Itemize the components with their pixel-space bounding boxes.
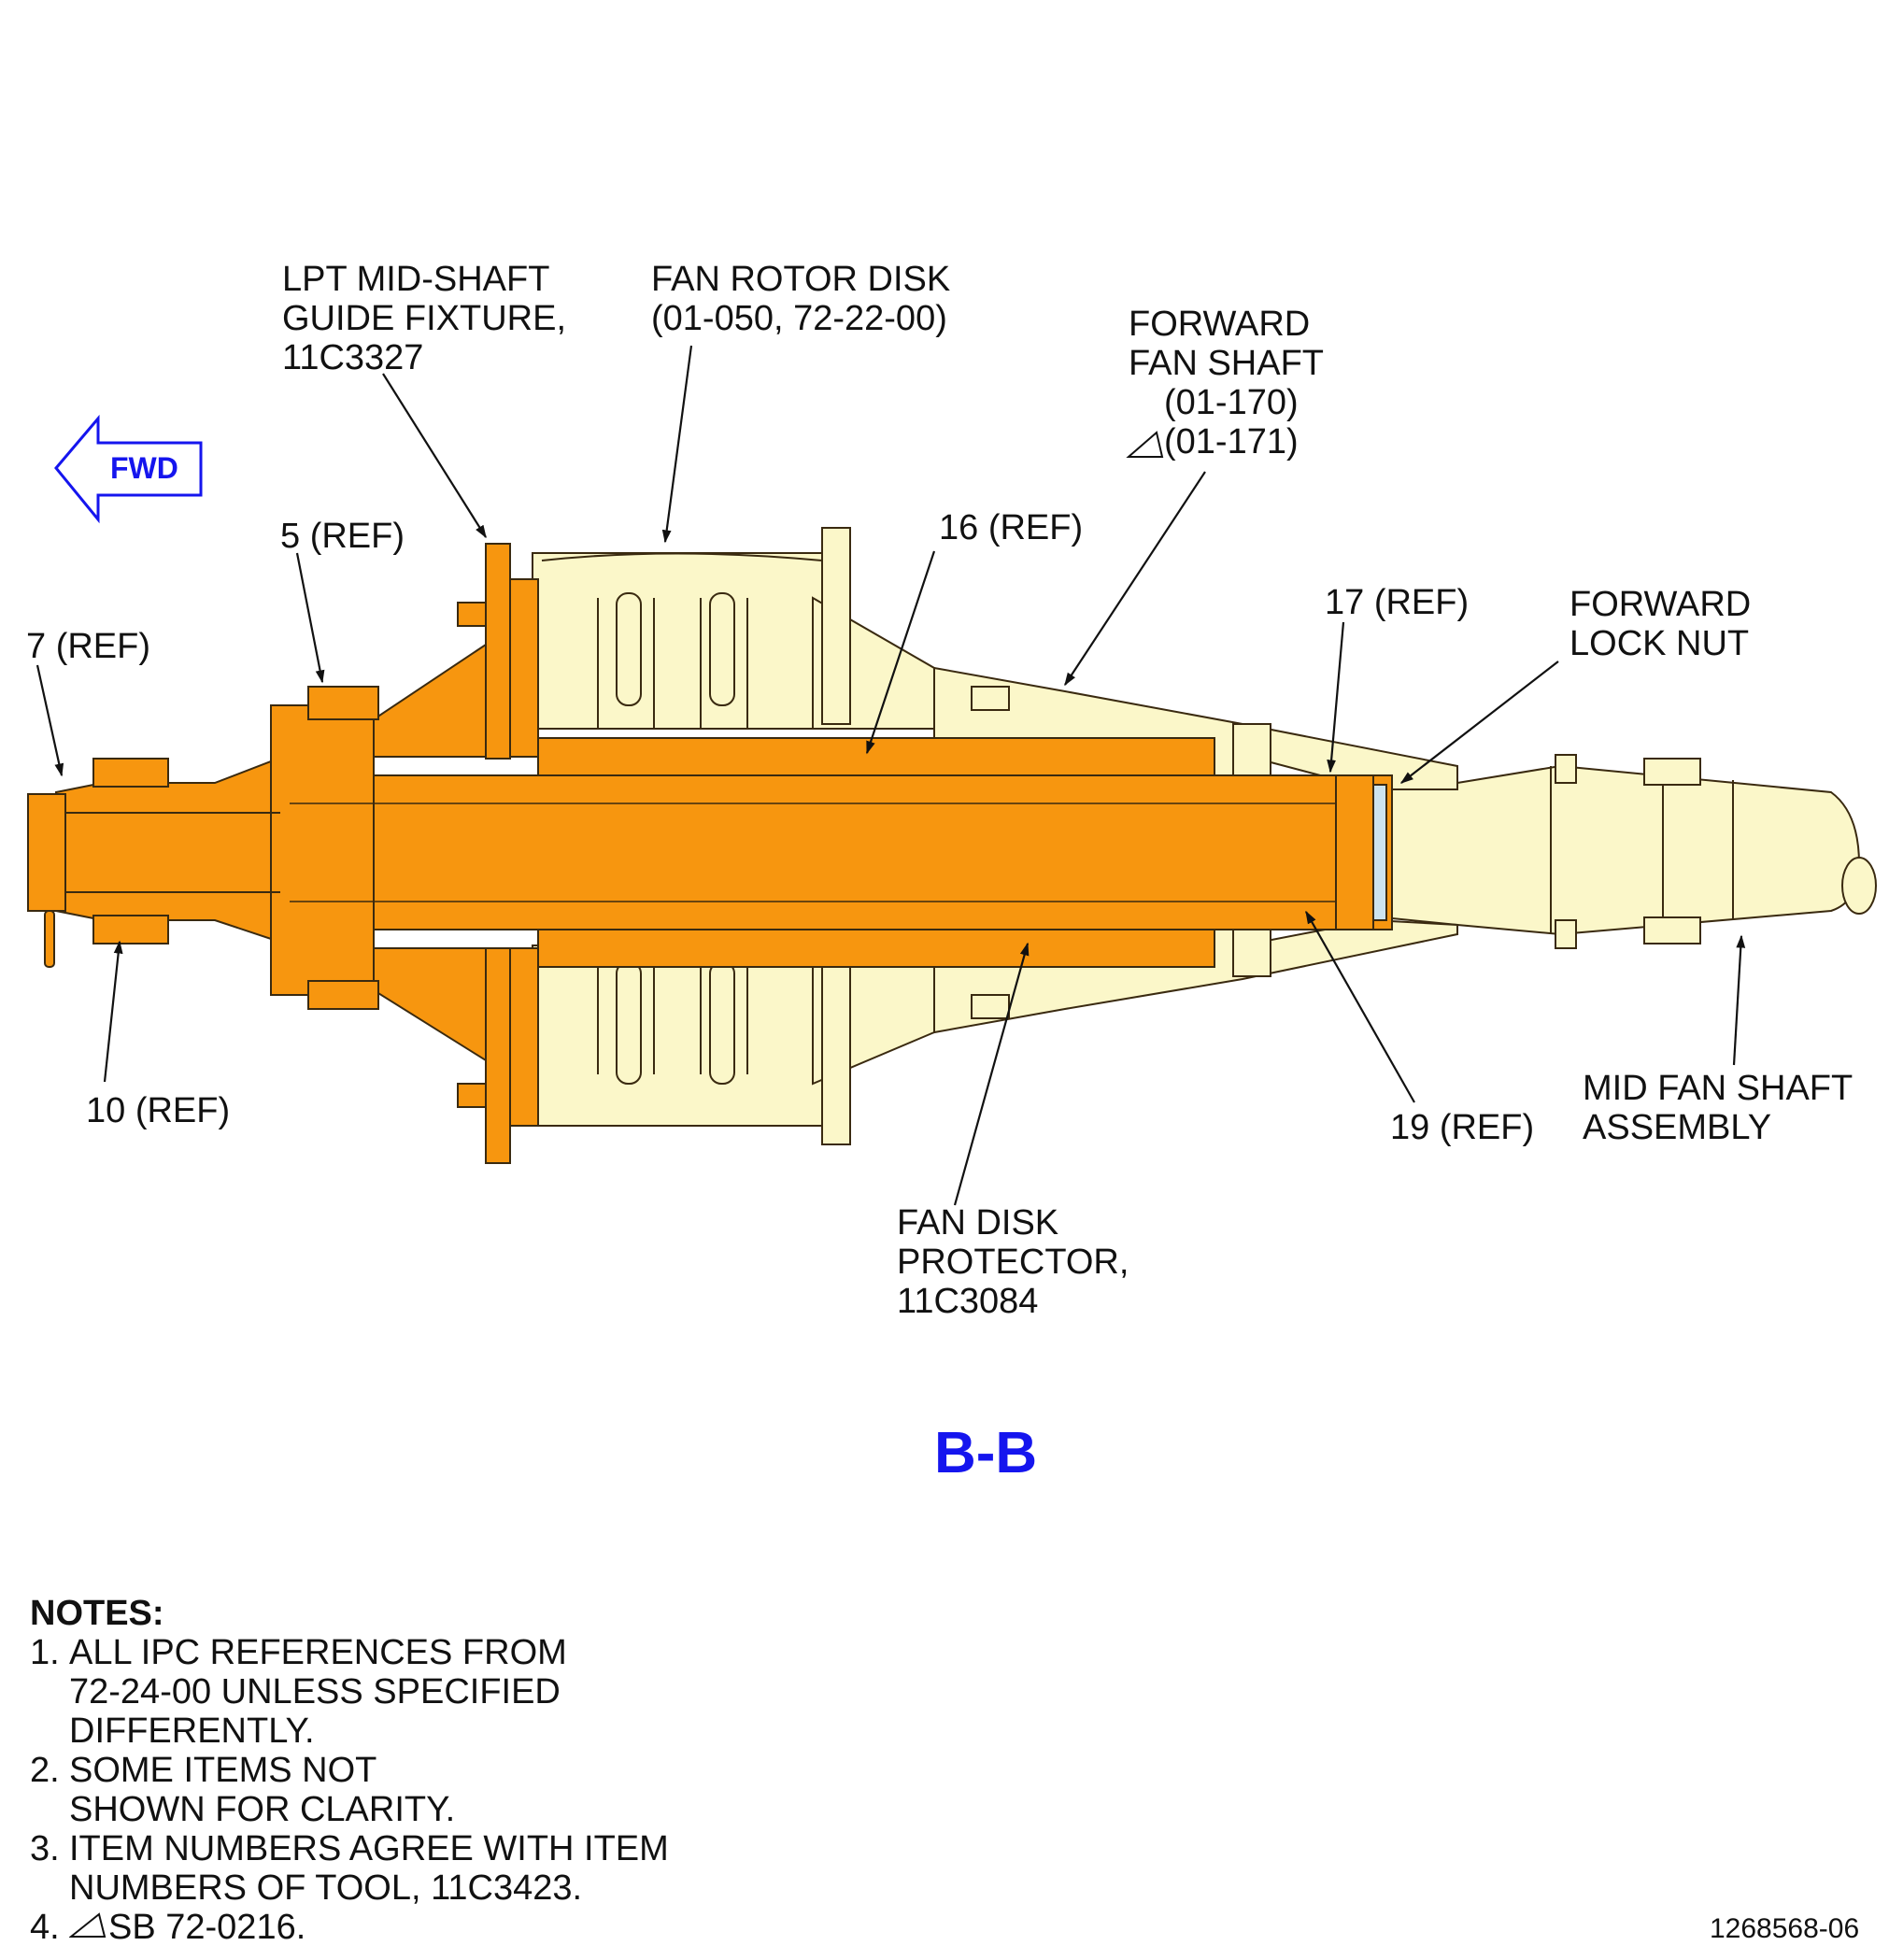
notes-title: NOTES:	[30, 1594, 164, 1633]
note-4: 4. SB 72-0216.	[30, 1908, 669, 1947]
note-1-number: 1.	[30, 1633, 60, 1672]
note-1-text: ALL IPC REFERENCES FROM 72-24-00 UNLESS …	[69, 1633, 567, 1751]
note-2: 2. SOME ITEMS NOT SHOWN FOR CLARITY.	[30, 1751, 669, 1829]
ref17-callout: 17 (REF)	[1325, 583, 1470, 622]
lpt-fixture-callout: LPT MID-SHAFT GUIDE FIXTURE, 11C3327	[282, 260, 567, 377]
note-4-text: SB 72-0216.	[108, 1908, 306, 1947]
ref16-callout: 16 (REF)	[939, 508, 1084, 547]
leader-lines	[36, 345, 1746, 1206]
fan-rotor-disk-callout: FAN ROTOR DISK (01-050, 72-22-00)	[651, 260, 951, 338]
tool-shaft	[27, 686, 1393, 1010]
fan-rotor-disk	[532, 527, 935, 1145]
fan-disk-protector	[537, 737, 1215, 968]
note-3: 3. ITEM NUMBERS AGREE WITH ITEM NUMBERS …	[30, 1829, 669, 1908]
lpt-mid-shaft-guide-fixture	[373, 543, 539, 1164]
ref19-callout: 19 (REF)	[1390, 1108, 1535, 1147]
ref5-callout: 5 (REF)	[280, 517, 405, 556]
document-number: 1268568-06	[1710, 1913, 1860, 1944]
section-label: B-B	[934, 1421, 1038, 1485]
shaft-detail-lines	[290, 802, 1336, 902]
forward-fan-shaft-callout: FORWARD FAN SHAFT	[1129, 305, 1325, 383]
note-3-number: 3.	[30, 1829, 60, 1868]
ref7-callout: 7 (REF)	[26, 627, 150, 666]
note-1: 1. ALL IPC REFERENCES FROM 72-24-00 UNLE…	[30, 1633, 669, 1751]
ref10-callout: 10 (REF)	[86, 1091, 231, 1130]
fwd-label: FWD	[110, 451, 178, 485]
mid-fan-shaft-assembly	[1382, 754, 1877, 949]
notes-block: NOTES: 1. ALL IPC REFERENCES FROM 72-24-…	[30, 1594, 669, 1947]
sb-triangle-icon	[1126, 431, 1164, 458]
mid-fan-shaft-callout: MID FAN SHAFT ASSEMBLY	[1583, 1069, 1853, 1147]
note-4-number: 4.	[30, 1908, 60, 1947]
note-2-number: 2.	[30, 1751, 60, 1790]
sb-triangle-icon	[68, 1908, 108, 1938]
fan-disk-protector-callout: FAN DISK PROTECTOR, 11C3084	[897, 1203, 1129, 1321]
forward-fan-shaft-ref1: (01-170)	[1164, 383, 1299, 422]
note-2-text: SOME ITEMS NOT SHOWN FOR CLARITY.	[69, 1751, 456, 1829]
forward-lock-nut-callout: FORWARD LOCK NUT	[1569, 585, 1752, 663]
fwd-arrow-icon	[54, 414, 203, 524]
forward-fan-shaft-ref2: (01-171)	[1164, 422, 1299, 462]
note-3-text: ITEM NUMBERS AGREE WITH ITEM NUMBERS OF …	[69, 1829, 669, 1908]
